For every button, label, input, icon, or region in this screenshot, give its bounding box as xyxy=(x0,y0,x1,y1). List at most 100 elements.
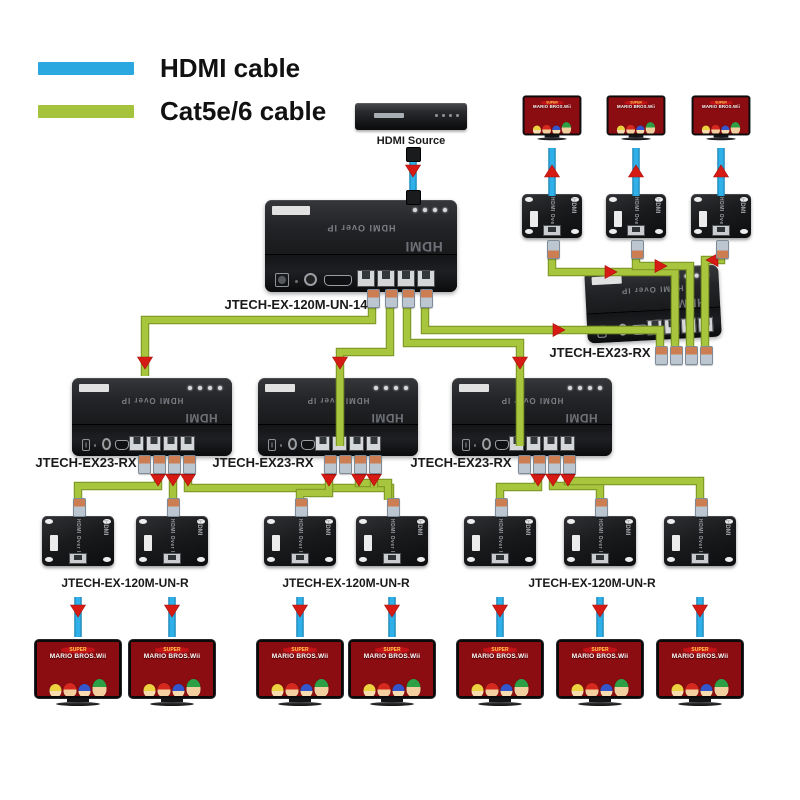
tv-stand xyxy=(488,698,512,702)
mount-ear xyxy=(325,557,333,562)
toad-blue-character xyxy=(600,684,613,696)
rj45-port-group xyxy=(129,436,195,451)
mount-ear xyxy=(359,519,367,524)
tv-display: SUPER MARIO BROS.Wii xyxy=(607,96,665,141)
tv-screen-title-text: MARIO BROS.Wii xyxy=(49,653,107,660)
flow-arrow xyxy=(164,473,182,487)
rj45-port xyxy=(543,225,561,236)
mount-ear xyxy=(267,519,275,524)
hdmi-port xyxy=(631,324,648,336)
unit-front-panel xyxy=(72,423,232,456)
rj45-port xyxy=(180,436,195,451)
unit-marking-text: HDMI Over IP xyxy=(297,519,303,554)
sticker-label xyxy=(50,535,58,551)
mount-ear xyxy=(417,519,425,524)
rj45-connector xyxy=(715,240,729,259)
sticker-label xyxy=(672,535,680,551)
ir-jack-port xyxy=(287,438,297,450)
tv-screen: SUPER MARIO BROS.Wii xyxy=(37,642,119,696)
mount-ear xyxy=(655,229,663,234)
receiver-unit: HDMI Over IP HDMI xyxy=(42,516,114,566)
tv-screen: SUPER MARIO BROS.Wii xyxy=(351,642,433,696)
tv-screen: SUPER MARIO BROS.Wii xyxy=(131,642,213,696)
sticker-label xyxy=(144,535,152,551)
tv-display: SUPER MARIO BROS.Wii xyxy=(523,96,581,141)
flow-arrow xyxy=(149,473,167,487)
toad-yellow-character xyxy=(271,684,284,696)
rj45-port xyxy=(163,553,181,564)
tv-stand xyxy=(588,698,612,702)
rj45-connector xyxy=(594,498,608,517)
tv-display: SUPER MARIO BROS.Wii xyxy=(657,640,743,706)
mario-character xyxy=(626,124,635,134)
flow-arrow xyxy=(350,473,368,487)
rj45-connector xyxy=(166,498,180,517)
rj45-connector xyxy=(694,498,708,517)
player-buttons xyxy=(435,114,460,118)
reset-hole xyxy=(94,444,96,447)
tv-base xyxy=(277,702,323,706)
mario-characters xyxy=(471,679,529,696)
mount-ear xyxy=(609,229,617,234)
mario-character xyxy=(542,124,551,134)
rj45-connector xyxy=(630,240,644,259)
port-row xyxy=(597,316,714,338)
tv-stand xyxy=(380,698,404,702)
rj45-port xyxy=(291,553,309,564)
rj45-port xyxy=(646,319,663,336)
flow-arrow xyxy=(136,356,154,370)
rj45-port xyxy=(383,553,401,564)
mario-character xyxy=(377,683,391,696)
tv-screen-badge-text: SUPER xyxy=(582,647,618,653)
receiver-unit: HDMI Over IP HDMI xyxy=(564,516,636,566)
tv-base xyxy=(706,137,736,141)
tv-screen-badge-text: SUPER xyxy=(540,100,564,105)
rj45-port xyxy=(543,436,558,451)
rj45-port xyxy=(69,553,87,564)
tv-bezel: SUPER MARIO BROS.Wii xyxy=(692,96,750,135)
mount-ear xyxy=(45,557,53,562)
sticker-label xyxy=(591,275,622,286)
tv-screen: SUPER MARIO BROS.Wii xyxy=(693,97,749,134)
rj45-port xyxy=(509,436,524,451)
ir-jack-port xyxy=(481,438,491,450)
tv-stand xyxy=(688,698,712,702)
tv-screen-badge-text: SUPER xyxy=(374,647,410,653)
flow-arrow xyxy=(365,473,383,487)
hdmi-logo: HDMI xyxy=(102,520,108,536)
toad-blue-character xyxy=(392,684,405,696)
mount-ear xyxy=(525,197,533,202)
tv-screen-title-text: MARIO BROS.Wii xyxy=(702,104,740,110)
rj45-connector xyxy=(323,455,337,474)
tv-screen-badge-text: SUPER xyxy=(282,647,318,653)
rj45-connector xyxy=(546,240,560,259)
legend: HDMI cable Cat5e/6 cable xyxy=(38,52,326,138)
legend-item-hdmi-cable: HDMI cable xyxy=(38,52,326,84)
tv-display: SUPER MARIO BROS.Wii xyxy=(129,640,215,706)
toad-blue-character xyxy=(500,684,513,696)
power-port xyxy=(82,439,91,451)
unit-marking-text: HDMI Over IP xyxy=(597,519,603,554)
unit-marking-text: HDMI Over IP xyxy=(497,519,503,554)
rj45-connector xyxy=(368,455,382,474)
cat5-cable-swatch xyxy=(38,104,134,118)
rj45-connector xyxy=(547,455,561,474)
cat5-cable xyxy=(356,470,391,500)
device-label: JTECH-EX-120M-UN-R xyxy=(61,576,189,590)
receiver-unit: HDMI Over IP HDMI xyxy=(606,194,666,238)
status-leds xyxy=(568,386,602,390)
rj45-connector xyxy=(562,455,576,474)
receiver-unit: HDMI Over IP HDMI xyxy=(264,516,336,566)
unit-marking-text: HDMI Over IP xyxy=(549,196,555,228)
unit-marking-text: HDMI Over IP xyxy=(389,519,395,554)
rj45-connector xyxy=(72,498,86,517)
mount-ear xyxy=(571,197,579,202)
flow-arrow xyxy=(627,164,645,178)
reset-hole xyxy=(295,280,298,283)
mount-ear xyxy=(667,557,675,562)
flow-arrow xyxy=(559,473,577,487)
mario-character xyxy=(585,683,599,696)
port-row xyxy=(82,436,195,451)
rj45-connector xyxy=(419,289,433,308)
unit-marking-text: HDMI Over IP xyxy=(120,395,184,405)
